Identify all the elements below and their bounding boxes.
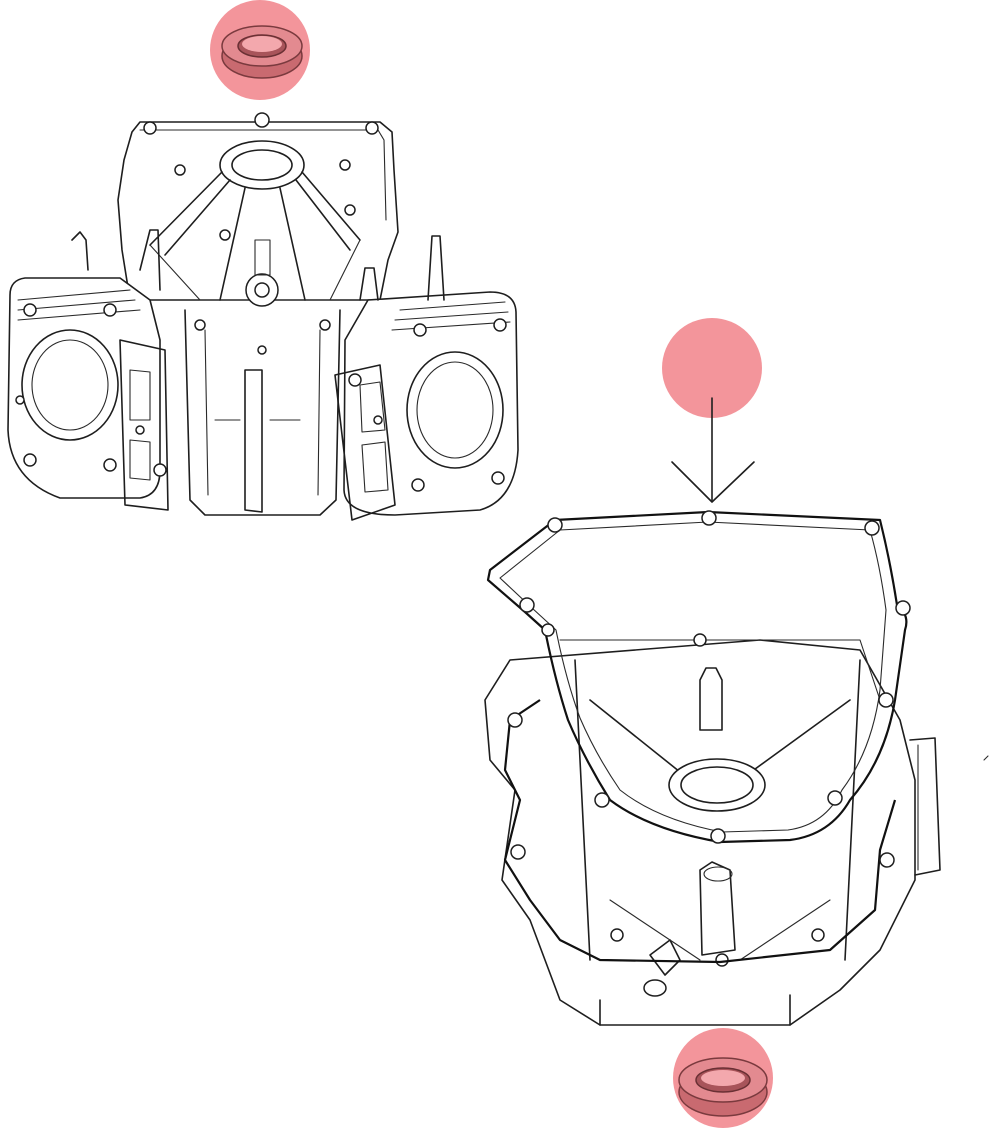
oil-seal-icon — [678, 1057, 768, 1117]
crankcase-cover — [484, 639, 941, 1026]
highlight-dot-icon — [662, 318, 762, 418]
engine-crankcase-block — [7, 112, 519, 521]
install-direction-arrow — [671, 397, 755, 503]
left-cylinder — [7, 229, 169, 511]
right-cylinder — [334, 235, 519, 521]
gasket-highlight-marker — [662, 318, 762, 418]
crankcase-gasket — [486, 510, 911, 964]
oil-seal-icon — [221, 25, 303, 79]
top-oil-seal — [210, 0, 310, 100]
bottom-oil-seal — [673, 1028, 773, 1128]
edge-mark — [983, 755, 989, 761]
